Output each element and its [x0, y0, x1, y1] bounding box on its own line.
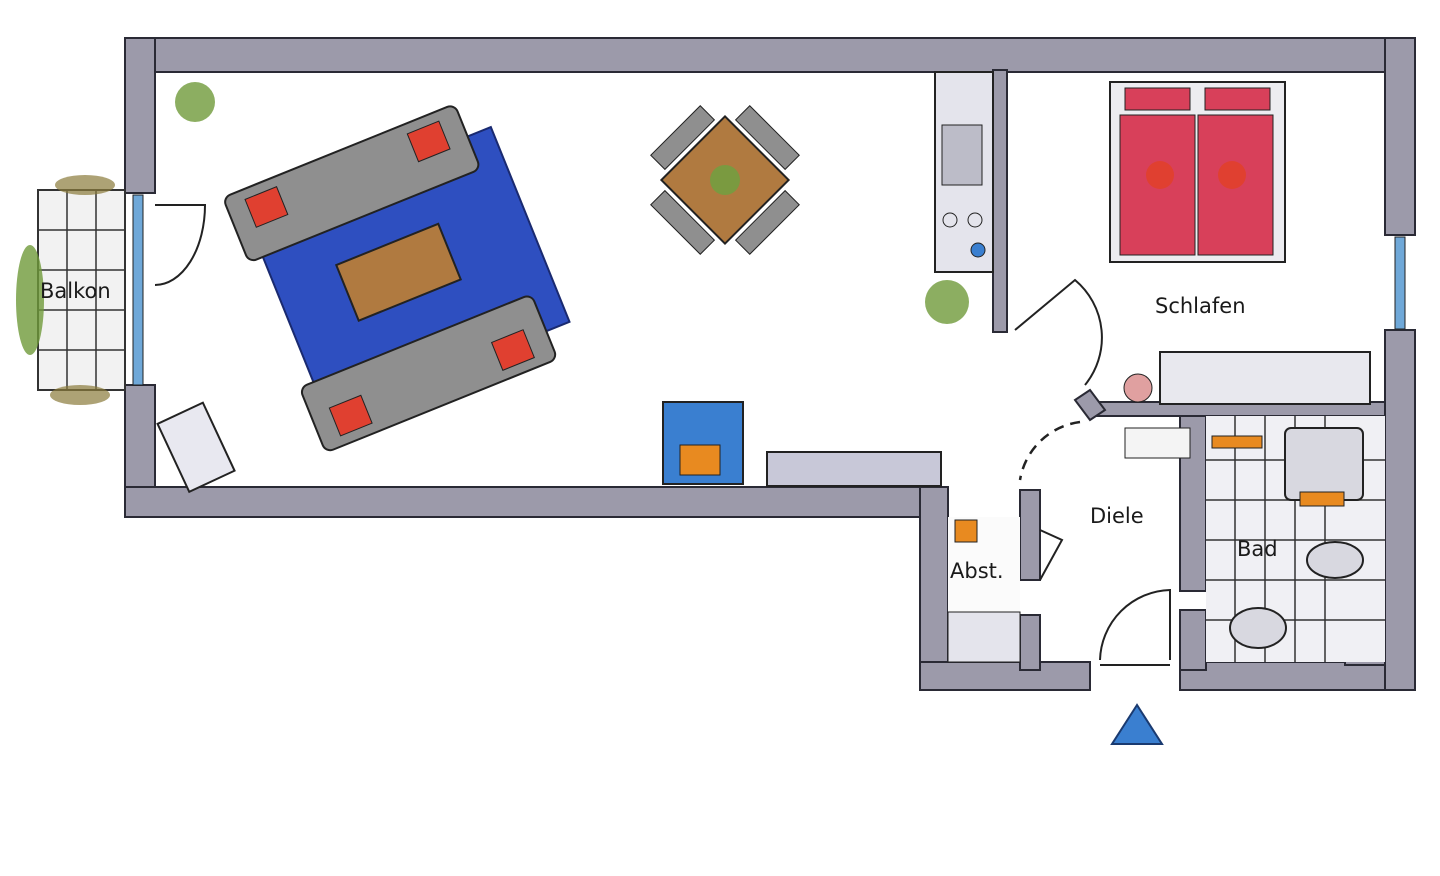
vacuum-icon — [954, 519, 978, 543]
entrance-door-swing[interactable] — [1099, 588, 1171, 666]
room-label-schlafen: Schlafen — [1155, 294, 1246, 318]
bathroom — [1206, 416, 1385, 662]
living-area — [224, 105, 571, 452]
towel-icon — [1211, 435, 1263, 449]
cushion-icon — [490, 329, 535, 371]
cushion-icon — [328, 394, 373, 437]
wardrobe — [1159, 351, 1371, 405]
bed — [1109, 81, 1286, 263]
toilet-icon — [1306, 541, 1364, 579]
room-label-abst: Abst. — [950, 559, 1004, 583]
cushion-icon — [679, 444, 721, 476]
bedroom-door-swing — [1014, 278, 1103, 386]
sink-icon — [1229, 607, 1287, 649]
shower-icon — [1284, 427, 1364, 501]
balcony-door-swing — [154, 204, 207, 286]
desk — [156, 401, 236, 494]
balcony — [16, 175, 126, 405]
cushion-icon — [406, 120, 451, 163]
hall-door-swing — [1018, 420, 1081, 481]
cushion-icon — [244, 186, 289, 228]
coffee-table — [334, 222, 463, 322]
entrance-triangle-icon — [1110, 703, 1164, 745]
coat-rack — [1124, 427, 1191, 459]
plant-icon — [16, 245, 44, 355]
plant-icon — [175, 82, 969, 324]
room-label-diele: Diele — [1090, 504, 1144, 528]
laundry-basket — [1123, 373, 1153, 403]
towel-icon — [1299, 491, 1345, 507]
sideboard — [766, 451, 942, 487]
balcony-door-window — [132, 194, 144, 386]
storage-door-swing — [1039, 529, 1064, 581]
kitchen-counter — [934, 71, 994, 273]
stove-icon — [947, 611, 1021, 663]
dining-table — [650, 105, 800, 255]
bedroom-window — [1394, 236, 1406, 330]
room-label-balkon: Balkon — [40, 279, 111, 303]
room-label-bad: Bad — [1237, 537, 1278, 561]
